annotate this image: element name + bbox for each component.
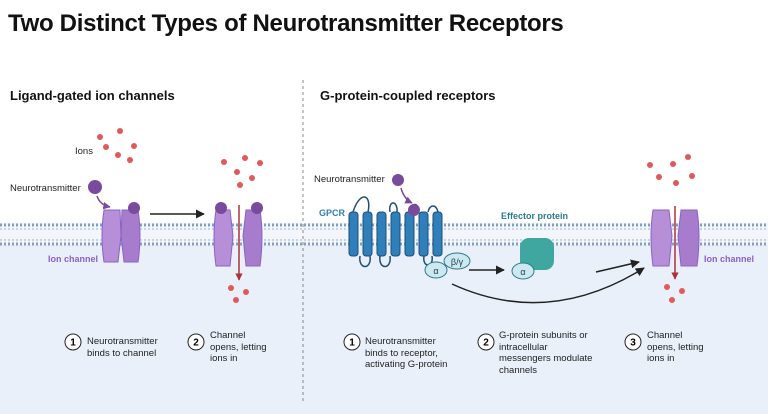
binding-arrow-gpcr bbox=[400, 187, 413, 204]
ion-channel-open bbox=[213, 202, 263, 267]
neurotransmitter-label-gpcr: Neurotransmitter bbox=[314, 174, 385, 185]
svg-text:3: 3 bbox=[630, 338, 636, 349]
step-text-line: Neurotransmitter bbox=[365, 336, 436, 347]
internal-ions-cluster-1 bbox=[228, 285, 249, 303]
step-text-right-1: Neurotransmitter binds to receptor, acti… bbox=[365, 336, 485, 371]
figure-title: Two Distinct Types of Neurotransmitter R… bbox=[8, 10, 564, 37]
direct-modulation-arrow bbox=[451, 267, 645, 304]
step-text-line: Neurotransmitter bbox=[87, 336, 158, 347]
panel-title-gpcr: G-protein-coupled receptors bbox=[320, 88, 496, 103]
svg-text:2: 2 bbox=[483, 338, 489, 349]
svg-text:1: 1 bbox=[70, 338, 76, 349]
ion-channel-closed bbox=[101, 202, 141, 263]
svg-text:2: 2 bbox=[193, 338, 199, 349]
step-text-line: messengers modulate bbox=[499, 353, 593, 364]
effector-to-channel-arrow bbox=[595, 259, 640, 273]
free-ions-cluster-3 bbox=[647, 154, 695, 186]
free-ions-cluster-2 bbox=[221, 155, 263, 188]
effector-alpha-label: α bbox=[520, 267, 525, 277]
effector-protein: α bbox=[511, 238, 554, 280]
step-text-line: opens, letting bbox=[647, 341, 704, 353]
panel-title-ligand-gated: Ligand-gated ion channels bbox=[10, 88, 175, 103]
alpha-subunit-label: α bbox=[433, 266, 438, 276]
step-text-line: ions in bbox=[210, 353, 238, 364]
step-text-line: binds to receptor, bbox=[365, 347, 438, 359]
neurotransmitter-label: Neurotransmitter bbox=[10, 183, 81, 194]
step-badge-right-1: 1 bbox=[343, 333, 361, 351]
step-text-line: G-protein subunits or bbox=[499, 330, 588, 341]
step-text-line: ions in bbox=[647, 353, 675, 364]
step-text-right-3: Channel opens, letting ions in bbox=[647, 330, 737, 365]
ions-label: Ions bbox=[75, 146, 93, 157]
step-text-line: Channel bbox=[647, 330, 683, 341]
ion-channel-label-gpcr: Ion channel bbox=[704, 254, 754, 264]
step-text-line: channels bbox=[499, 364, 538, 376]
internal-ions-cluster-2 bbox=[664, 284, 685, 303]
ion-channel-gpcr bbox=[650, 209, 700, 267]
step-text-right-2: G-protein subunits or intracellular mess… bbox=[499, 330, 629, 376]
step-text-line: binds to channel bbox=[87, 347, 157, 359]
step-text-left-2: Channel opens, letting ions in bbox=[210, 330, 300, 365]
gpcr-receptor bbox=[348, 196, 443, 268]
beta-gamma-label: β/γ bbox=[451, 257, 464, 267]
step-text-line: activating G-protein bbox=[365, 359, 448, 370]
step-badge-left-1: 1 bbox=[64, 333, 82, 351]
ion-channel-label: Ion channel bbox=[48, 254, 98, 264]
neurotransmitter-molecule bbox=[88, 180, 102, 194]
step-text-line: intracellular bbox=[499, 341, 548, 353]
step-badge-right-2: 2 bbox=[477, 333, 495, 351]
binding-arrow bbox=[96, 195, 111, 210]
svg-text:1: 1 bbox=[349, 338, 355, 349]
step-badge-left-2: 2 bbox=[187, 333, 205, 351]
step-text-left-1: Neurotransmitter binds to channel bbox=[87, 336, 187, 359]
free-ions-cluster-1 bbox=[97, 128, 137, 163]
step-text-line: Channel bbox=[210, 330, 246, 341]
step-text-line: opens, letting bbox=[210, 341, 267, 353]
cytoplasm-region bbox=[0, 243, 768, 414]
step-badge-right-3: 3 bbox=[624, 333, 642, 351]
g-protein-complex: β/γ α bbox=[424, 252, 471, 279]
neurotransmitter-molecule-gpcr bbox=[392, 174, 404, 186]
gpcr-label: GPCR bbox=[319, 208, 346, 218]
effector-protein-label: Effector protein bbox=[501, 211, 568, 221]
